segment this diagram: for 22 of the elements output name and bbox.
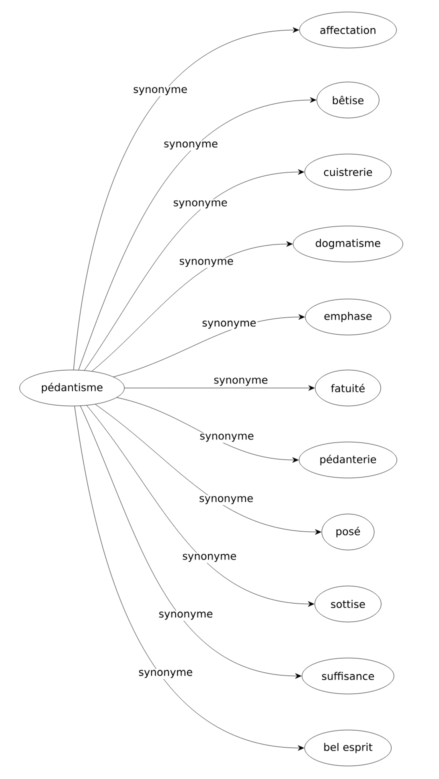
edge-label: synonyme	[200, 320, 258, 330]
edge-label: synonyme	[212, 376, 269, 387]
arrow	[74, 406, 304, 751]
edge-label: synonyme	[178, 258, 235, 268]
arrow	[84, 169, 304, 370]
arrow	[95, 404, 322, 535]
edge-label: synonyme	[132, 86, 188, 96]
arrow	[86, 405, 314, 607]
arrow	[73, 27, 299, 370]
arrow	[80, 406, 302, 679]
edge-label: synonyme	[181, 552, 238, 563]
edge-label: synonyme	[162, 140, 219, 151]
arrow	[116, 397, 299, 463]
arrow	[78, 97, 316, 370]
edge-label: synonyme	[198, 432, 255, 443]
edge-label: synonyme	[137, 668, 194, 679]
edge-label: synonyme	[198, 495, 254, 506]
arrow	[92, 241, 293, 372]
arrow	[124, 385, 315, 391]
edge-label: synonyme	[158, 610, 214, 621]
arrow	[113, 314, 305, 378]
edge-label: synonyme	[172, 199, 228, 210]
